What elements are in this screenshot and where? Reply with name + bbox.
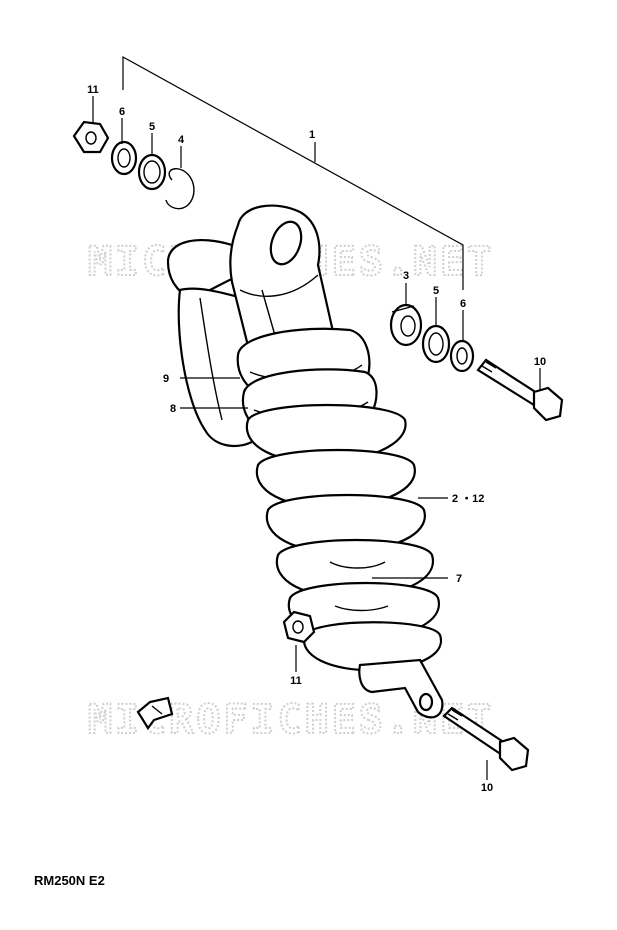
front-arrow-icon (136, 696, 174, 730)
label-5-top: 5 (149, 121, 155, 133)
label-9: 9 (163, 373, 169, 385)
label-5-right: 5 (433, 285, 439, 297)
label-3: 3 (403, 270, 409, 282)
label-11-bottom: 11 (290, 675, 302, 687)
assembly-bracket (122, 55, 464, 290)
reservoir (166, 239, 257, 448)
label-2-12: 2 ・12 (452, 493, 484, 505)
label-6-right: 6 (460, 298, 466, 310)
bolt-bottom (442, 706, 530, 772)
lower-clevis (358, 658, 444, 719)
right-parts (389, 303, 475, 373)
leader-lines (92, 96, 541, 780)
label-8: 8 (170, 403, 176, 415)
label-6-top: 6 (119, 106, 125, 118)
label-1: 1 (309, 129, 315, 141)
bolt-top (476, 358, 564, 422)
label-10-top: 10 (534, 356, 546, 368)
nut-bottom (282, 610, 316, 644)
model-code: RM250N E2 (34, 873, 105, 888)
label-7: 7 (456, 573, 462, 585)
label-10-bottom: 10 (481, 782, 493, 794)
label-4: 4 (178, 134, 185, 146)
shock-spring (245, 403, 443, 672)
top-left-parts (72, 120, 195, 210)
label-11-top: 11 (87, 84, 99, 96)
